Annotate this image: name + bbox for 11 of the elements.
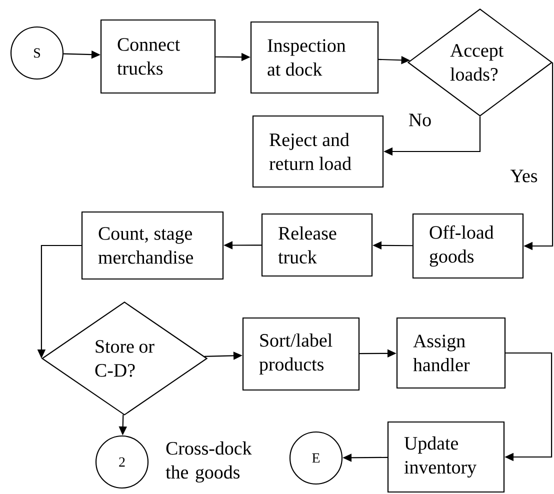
process-box: Release truck <box>261 213 373 277</box>
edge-label: Yes <box>509 168 539 184</box>
process-box: Assign handler <box>396 317 506 389</box>
process-box: Connect trucks <box>100 19 216 94</box>
process-box: Sort/label products <box>242 317 360 391</box>
node-caption: Cross-dock the goods <box>166 441 252 483</box>
process-box: Reject and return load <box>252 115 384 188</box>
process-box: Off-load goods <box>412 213 524 279</box>
process-box: Update inventory <box>387 421 505 493</box>
process-box: Count, stage merchandise <box>81 211 224 280</box>
process-box: Inspection at dock <box>250 21 379 94</box>
